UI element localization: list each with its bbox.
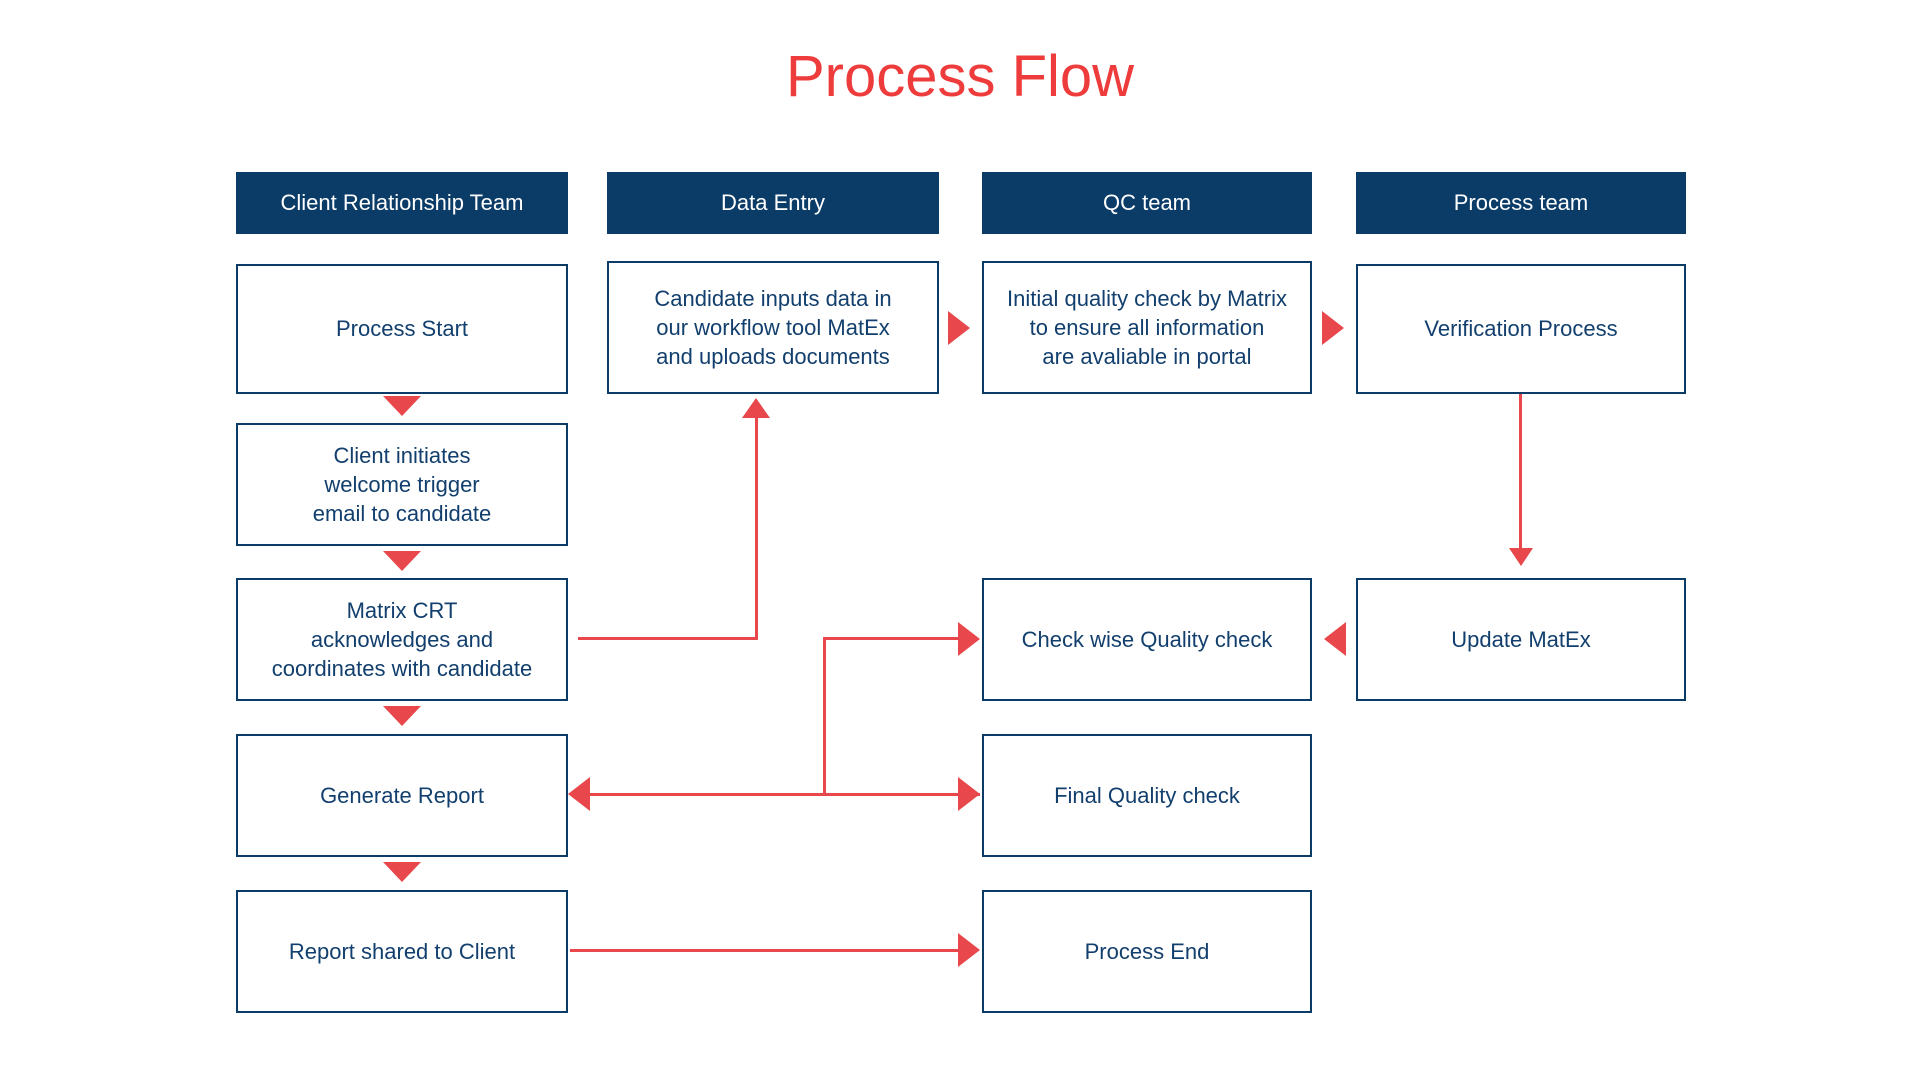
connector-finalqc-generate-hline xyxy=(590,793,980,796)
node-matrix-crt-acknowledges[interactable]: Matrix CRT acknowledges and coordinates … xyxy=(236,578,568,701)
connector-branch-to-checkwise-hline xyxy=(823,637,960,640)
connector-matrix-to-candidate-arrow-up-icon xyxy=(742,398,770,418)
connector-shared-to-processend-hline xyxy=(570,949,960,952)
node-update-matex[interactable]: Update MatEx xyxy=(1356,578,1686,701)
connector-matrix-to-candidate-hline xyxy=(578,637,758,640)
node-check-wise-quality-check[interactable]: Check wise Quality check xyxy=(982,578,1312,701)
node-client-initiates-welcome-trigger[interactable]: Client initiates welcome trigger email t… xyxy=(236,423,568,546)
lane-header-qc-team: QC team xyxy=(982,172,1312,234)
node-candidate-inputs-data[interactable]: Candidate inputs data in our workflow to… xyxy=(607,261,939,394)
connector-initiates-to-matrix-arrow-down-icon xyxy=(383,551,421,571)
lane-header-label: Client Relationship Team xyxy=(280,190,524,215)
connector-branch-to-checkwise-vline xyxy=(823,637,826,795)
node-initial-quality-check[interactable]: Initial quality check by Matrix to ensur… xyxy=(982,261,1312,394)
node-process-end[interactable]: Process End xyxy=(982,890,1312,1013)
lane-header-data-entry: Data Entry xyxy=(607,172,939,234)
connector-start-to-initiates-arrow-down-icon xyxy=(383,396,421,416)
connector-initialqc-to-verification-arrow-right-icon xyxy=(1322,311,1344,345)
connector-candidate-to-initialqc-arrow-right-icon xyxy=(948,311,970,345)
connector-verification-to-update-vline xyxy=(1519,394,1522,554)
connector-shared-to-processend-arrow-right-icon xyxy=(958,933,980,967)
connector-verification-to-update-arrow-down-icon xyxy=(1509,548,1533,566)
lane-header-label: Process team xyxy=(1453,190,1589,215)
connector-update-to-checkwise-arrow-left-icon xyxy=(1324,622,1346,656)
connector-branch-to-finalqc-arrow-right-icon xyxy=(958,777,980,811)
connector-generate-to-shared-arrow-down-icon xyxy=(383,862,421,882)
node-process-start[interactable]: Process Start xyxy=(236,264,568,394)
node-final-quality-check[interactable]: Final Quality check xyxy=(982,734,1312,857)
node-generate-report[interactable]: Generate Report xyxy=(236,734,568,857)
lane-header-label: QC team xyxy=(1102,190,1192,215)
lane-header-client-relationship-team: Client Relationship Team xyxy=(236,172,568,234)
lane-header-label: Data Entry xyxy=(721,190,825,215)
page-title: Process Flow xyxy=(785,44,1135,109)
lane-header-process-team: Process team xyxy=(1356,172,1686,234)
node-report-shared-to-client[interactable]: Report shared to Client xyxy=(236,890,568,1013)
connector-finalqc-to-generate-arrow-left-icon xyxy=(568,777,590,811)
node-verification-process[interactable]: Verification Process xyxy=(1356,264,1686,394)
connector-matrix-to-candidate-vline xyxy=(755,418,758,640)
connector-branch-to-checkwise-arrow-right-icon xyxy=(958,622,980,656)
connector-matrix-to-generate-arrow-down-icon xyxy=(383,706,421,726)
